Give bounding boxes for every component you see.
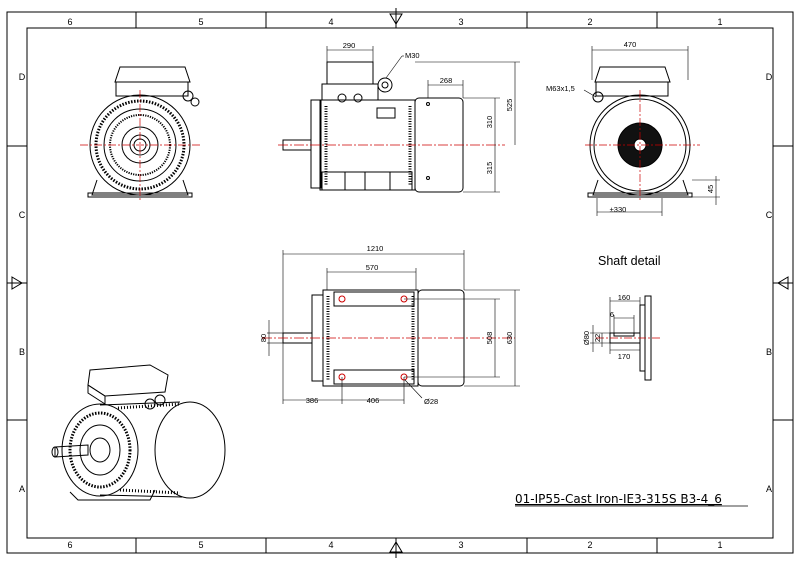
zone-col-1-top: 1 [717, 17, 722, 27]
zone-row-b-right: B [766, 347, 772, 357]
zone-col-1-bottom: 1 [717, 540, 722, 550]
side-view-dimension-lines [326, 46, 520, 193]
zone-col-2-top: 2 [587, 17, 592, 27]
zone-col-3-bottom: 3 [458, 540, 463, 550]
dim-key-width: 6 [610, 310, 614, 319]
zone-row-b-left: B [19, 347, 25, 357]
zone-col-5-bottom: 5 [198, 540, 203, 550]
dim-shaft-length: 170 [618, 352, 631, 361]
zone-col-4-bottom: 4 [328, 540, 333, 550]
zone-row-d-left: D [19, 72, 26, 82]
zone-row-c-left: C [19, 210, 26, 220]
zone-row-a-right: A [766, 484, 772, 494]
zone-col-4-top: 4 [328, 17, 333, 27]
shaft-detail-caption: Shaft detail [598, 254, 661, 268]
plan-view-dimension-lines [267, 250, 520, 404]
end-view-dimension-lines [583, 46, 720, 216]
dim-terminal-box-width: 290 [343, 41, 356, 50]
shaft-detail-dimension-lines [590, 297, 641, 354]
dim-key-height: 22 [593, 334, 602, 342]
dim-foot-hole-spacing: 406 [367, 396, 380, 405]
dim-shaft-height: 315 [485, 162, 494, 175]
dim-plan-shaft-dia: 80 [259, 334, 268, 342]
dim-foot-span: 570 [366, 263, 379, 272]
dim-flange-to-foot: 268 [440, 76, 453, 85]
zone-row-c-right: C [766, 210, 773, 220]
dim-overall-length: 1210 [367, 244, 384, 253]
dim-lifting-eye: M30 [405, 51, 420, 60]
dim-height-to-box: 525 [505, 99, 514, 112]
dim-hole-dia: Ø28 [424, 397, 438, 406]
dim-overall-width: 630 [505, 332, 514, 345]
dim-foot-height: 45 [706, 185, 715, 193]
centering-marks [7, 8, 793, 558]
dim-key-length: 160 [618, 293, 631, 302]
dim-foot-width: 508 [485, 332, 494, 345]
dim-end-width: 470 [624, 40, 637, 49]
dim-detail-shaft-dia: Ø80 [582, 331, 591, 345]
zone-col-6-bottom: 6 [67, 540, 72, 550]
zone-col-2-bottom: 2 [587, 540, 592, 550]
dim-foot-spacing: ±330 [610, 205, 627, 214]
zone-col-3-top: 3 [458, 17, 463, 27]
zone-row-a-left: A [19, 484, 25, 494]
side-view [282, 61, 464, 193]
zone-row-d-right: D [766, 72, 773, 82]
dim-shaft-to-foot: 386 [306, 396, 319, 405]
front-view [87, 66, 200, 198]
dim-upper-height: 310 [485, 116, 494, 129]
zone-col-5-top: 5 [198, 17, 203, 27]
drawing-title: 01-IP55-Cast Iron-IE3-315S B3-4_6 [515, 492, 722, 506]
dim-cable-gland: M63x1,5 [546, 84, 575, 93]
zone-col-6-top: 6 [67, 17, 72, 27]
zone-tick-marks [7, 12, 793, 553]
isometric-view [51, 364, 226, 501]
zone-labels: 6 5 4 3 2 1 6 5 4 3 2 1 D C B A D C B A [19, 17, 773, 550]
